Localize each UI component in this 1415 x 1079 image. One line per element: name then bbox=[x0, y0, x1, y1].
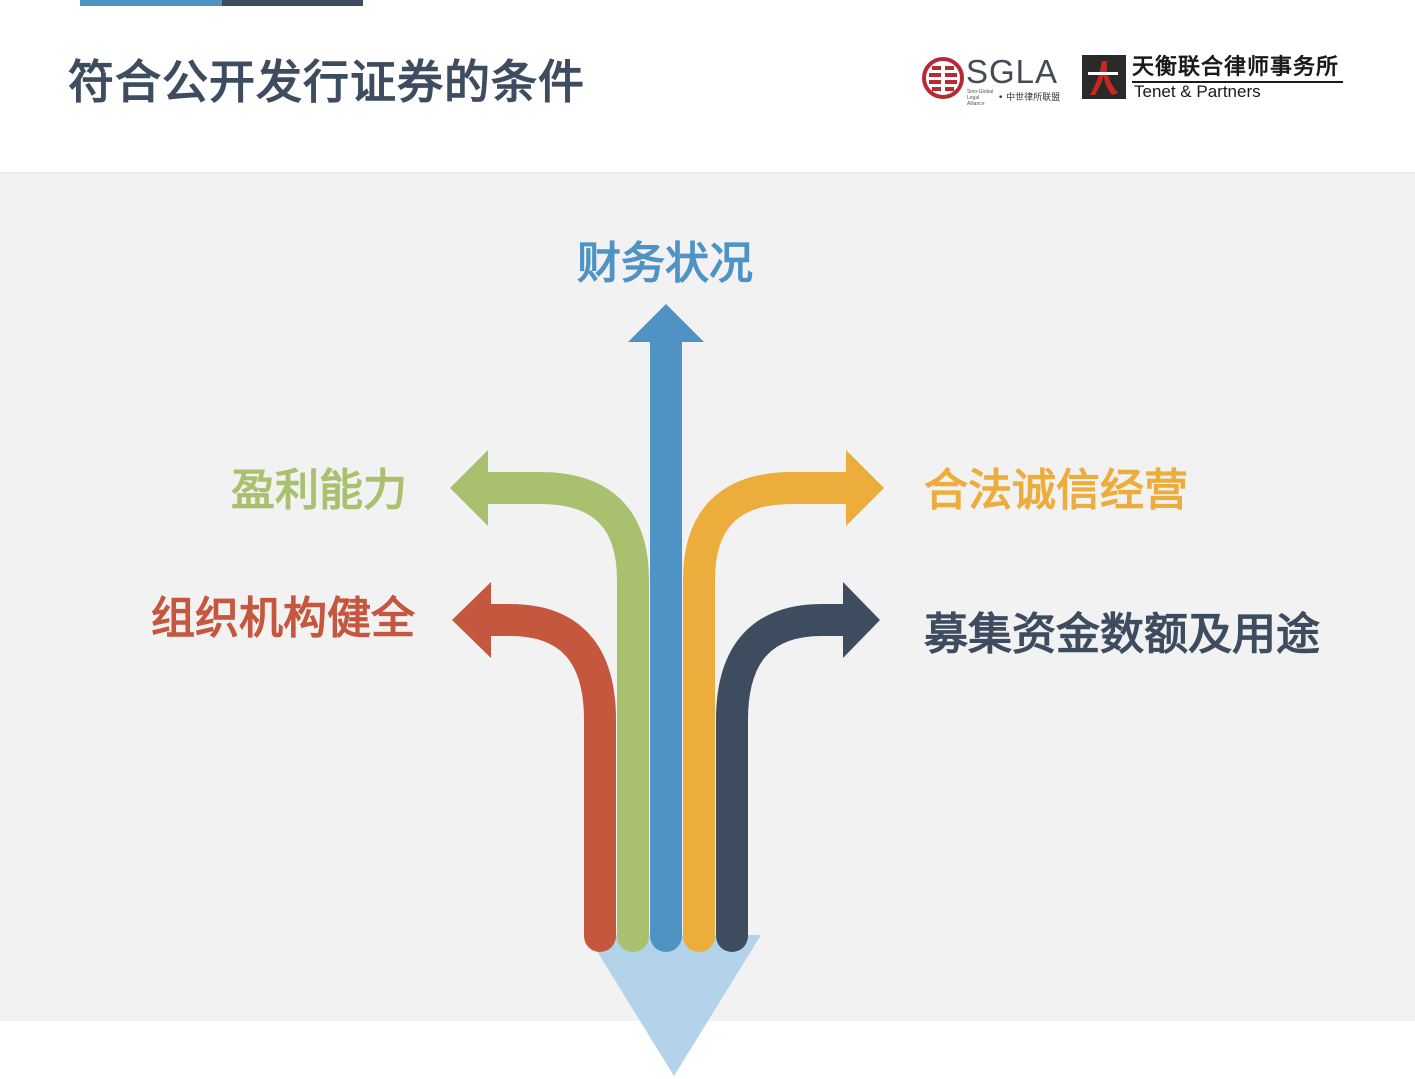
label-sound-organization: 组织机构健全 bbox=[151, 593, 415, 644]
header-divider bbox=[0, 172, 1415, 174]
arrow-shaft-right-upper bbox=[683, 472, 872, 952]
arrow-shaft-left-upper bbox=[458, 472, 649, 952]
tenet-mark-icon bbox=[1082, 55, 1126, 99]
label-profitability: 盈利能力 bbox=[231, 465, 407, 516]
tenet-underline bbox=[1132, 81, 1343, 83]
label-financial-status: 财务状况 bbox=[577, 238, 753, 289]
tenet-name-cn: 天衡联合律师事务所 bbox=[1132, 55, 1340, 80]
pencil-tip bbox=[587, 935, 761, 1076]
arrow-shaft-right-lower bbox=[716, 604, 868, 952]
sgla-subtitle-en: Sino-Global Legal Alliance bbox=[967, 89, 994, 107]
top-accent-bar-dark bbox=[222, 0, 363, 6]
arrowhead-right-upper bbox=[846, 450, 884, 526]
arrowhead-up bbox=[628, 304, 704, 342]
sgla-emblem-icon bbox=[922, 57, 964, 99]
label-lawful-operation: 合法诚信经营 bbox=[924, 465, 1188, 516]
sgla-logo: SGLA Sino-Global Legal Alliance • 中世律所联盟 bbox=[922, 52, 1062, 108]
page-title: 符合公开发行证券的条件 bbox=[68, 55, 585, 109]
arrowhead-right-lower bbox=[843, 582, 880, 658]
label-fund-raising-use: 募集资金数额及用途 bbox=[924, 609, 1320, 660]
tenet-name-en: Tenet & Partners bbox=[1134, 82, 1261, 101]
tenet-logo: 天衡联合律师事务所 Tenet & Partners bbox=[1082, 52, 1352, 104]
arrow-shaft-left-lower bbox=[462, 604, 616, 952]
sgla-wordmark: SGLA bbox=[966, 53, 1059, 90]
arrowhead-left-lower bbox=[452, 582, 491, 658]
arrowhead-left-upper bbox=[450, 450, 488, 526]
sgla-subtitle-cn: • 中世律所联盟 bbox=[998, 93, 1061, 103]
top-accent-bar-blue bbox=[80, 0, 222, 6]
